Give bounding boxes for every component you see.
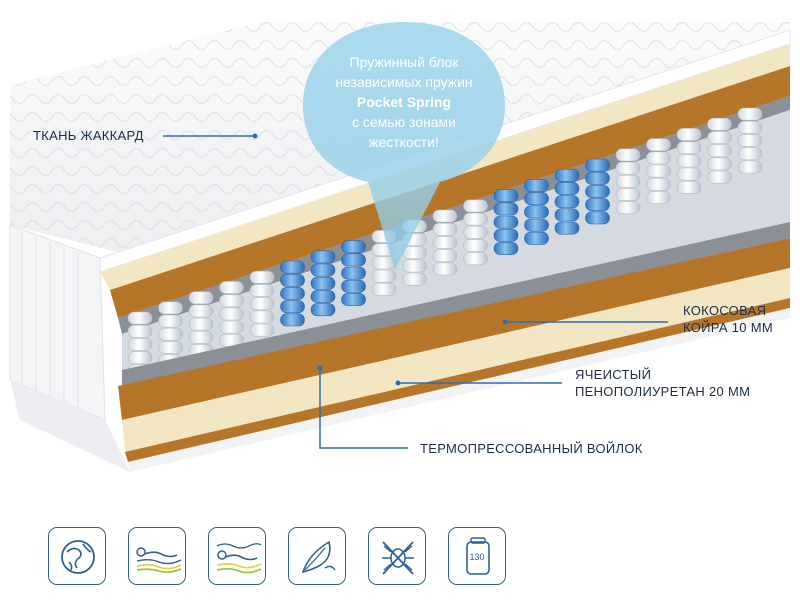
person-lying-icon: [128, 527, 186, 585]
bottom-edge: [10, 380, 130, 472]
spring-coil: [219, 281, 244, 347]
leaf-icon: [288, 527, 346, 585]
callout-line-1: Пружинный блок: [349, 54, 459, 70]
max-load-value: 130: [469, 552, 485, 562]
spring-coil: [188, 291, 214, 357]
spring-coil: [493, 189, 519, 255]
person-lying-waves-icon: [208, 527, 266, 585]
spring-coil: [341, 240, 366, 306]
label-coir-2: КОЙРА 10 ММ: [683, 320, 773, 335]
bottom-coir: [125, 298, 790, 462]
label-coir-1: КОКОСОВАЯ: [683, 303, 767, 318]
spring-coil: [646, 138, 671, 204]
label-foam-1: ЯЧЕИСТЫЙ: [575, 367, 652, 382]
spring-coil: [707, 117, 732, 184]
max-load-icon: 130: [448, 527, 506, 585]
globe-icon: [48, 527, 106, 585]
callout-bubble: [303, 22, 505, 270]
bottom-fabric: [128, 308, 790, 472]
leader-dots: [252, 133, 508, 386]
spring-coil: [249, 270, 275, 337]
label-foam-2: ПЕНОПОЛИУРЕТАН 20 ММ: [575, 384, 751, 399]
leader-lines: [163, 135, 668, 449]
spring-coil: [554, 168, 580, 235]
lower-felt: [122, 222, 790, 386]
callout-line-4: с семью зонами: [352, 114, 456, 130]
spring-coil: [310, 250, 336, 317]
label-fabric: ТКАНЬ ЖАККАРД: [33, 128, 144, 143]
lower-coir: [118, 238, 790, 420]
spring-coil: [158, 301, 183, 368]
spring-coil: [585, 158, 610, 225]
callout-line-2: независимых пружин: [335, 74, 473, 90]
spring-coil: [615, 148, 641, 215]
callout-text: Пружинный блок независимых пружин Pocket…: [318, 52, 490, 152]
callout-line-5: жесткости!: [369, 134, 439, 150]
spring-coil: [524, 179, 549, 245]
spring-coil: [463, 199, 488, 266]
spring-coil: [676, 128, 702, 194]
spring-coil: [737, 107, 763, 174]
callout-line-3: Pocket Spring: [356, 94, 452, 110]
spring-coil: [432, 209, 458, 276]
side-stitching: [21, 232, 79, 410]
lower-foam: [122, 268, 790, 452]
spring-coil: [280, 260, 305, 327]
no-mites-icon: [368, 527, 426, 585]
upper-coir: [110, 66, 790, 318]
label-felt: ТЕРМОПРЕССОВАННЫЙ ВОЙЛОК: [420, 441, 643, 456]
